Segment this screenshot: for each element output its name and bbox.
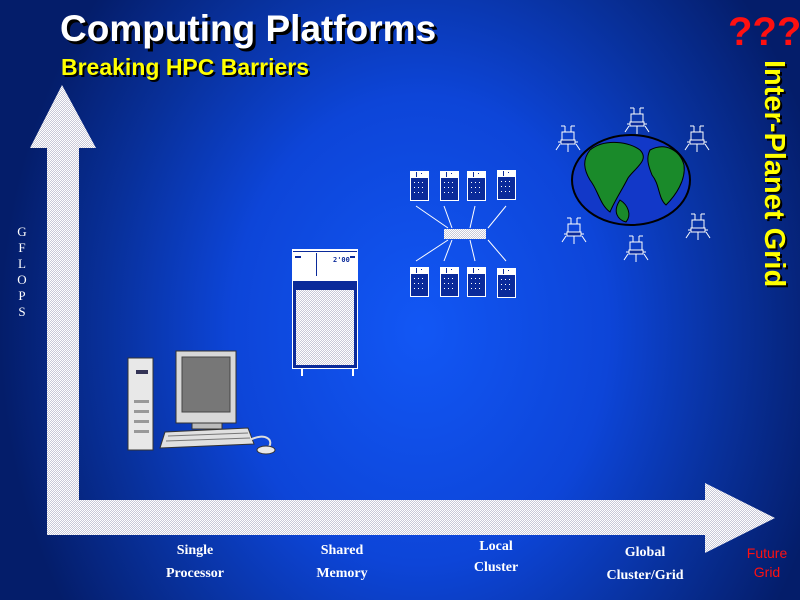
question-marks: ??? bbox=[728, 10, 800, 54]
stage-line: Local bbox=[479, 539, 513, 554]
stage-line: Global bbox=[624, 545, 666, 560]
y-axis-letter: P bbox=[18, 288, 26, 303]
stage-label-single-processor: Single Processor bbox=[125, 539, 265, 585]
stage-line: Future bbox=[746, 545, 788, 561]
y-axis-letter: S bbox=[18, 304, 26, 319]
globe-grid-icon bbox=[555, 107, 711, 263]
server-badge: 2'00 bbox=[333, 256, 350, 264]
local-cluster-icon bbox=[410, 170, 516, 298]
slide-subtitle: Breaking HPC Barriers bbox=[61, 54, 309, 80]
platform-axis-arrow bbox=[47, 483, 775, 553]
stage-line: Single bbox=[176, 543, 214, 558]
y-axis-letter: L bbox=[18, 256, 26, 271]
y-axis-letter: F bbox=[18, 240, 26, 255]
stage-line: Grid bbox=[753, 564, 781, 580]
stage-label-global-cluster-grid: Global Cluster/Grid bbox=[575, 541, 715, 587]
desktop-pc-icon bbox=[127, 350, 276, 455]
stage-line: Processor bbox=[165, 566, 225, 581]
stage-line: Shared bbox=[320, 543, 364, 558]
stage-line: Cluster bbox=[473, 560, 519, 575]
stage-label-shared-memory: Shared Memory bbox=[272, 539, 412, 585]
y-axis-letter: G bbox=[17, 224, 27, 239]
slide-title: Computing Platforms bbox=[60, 8, 437, 49]
stage-line: Memory bbox=[316, 566, 368, 581]
y-axis-label-gflops: G F L O P S bbox=[14, 224, 30, 320]
gflops-axis-arrow bbox=[30, 85, 96, 500]
stage-label-local-cluster: Local Cluster bbox=[426, 536, 566, 578]
inter-planet-grid-label: Inter-Planet Grid bbox=[758, 60, 790, 288]
stage-label-future-grid: Future Grid bbox=[727, 544, 800, 582]
shared-memory-server-icon: 2'00 bbox=[292, 249, 358, 376]
stage-line: Cluster/Grid bbox=[606, 568, 684, 583]
y-axis-letter: O bbox=[17, 272, 27, 287]
